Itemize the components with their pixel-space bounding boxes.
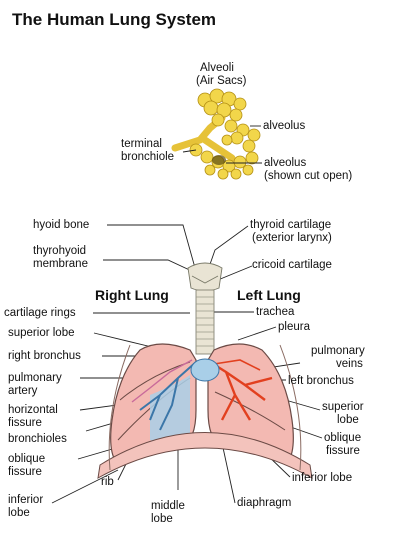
- label-thyrohyoid-line2: membrane: [33, 258, 88, 270]
- label-cricoid-cartilage: cricoid cartilage: [252, 259, 332, 271]
- label-trachea: trachea: [256, 306, 295, 318]
- label-inferior-lobe-right-line1: inferior: [8, 494, 44, 506]
- label-alveolus: alveolus: [263, 120, 306, 132]
- label-middle-lobe-line1: middle: [151, 500, 185, 512]
- label-pulmonary-veins-line2: veins: [336, 358, 363, 370]
- label-cartilage-rings: cartilage rings: [4, 307, 76, 319]
- label-hyoid-bone: hyoid bone: [33, 219, 90, 231]
- label-thyrohyoid-line1: thyrohyoid: [33, 245, 87, 257]
- label-pulmonary-artery-line1: pulmonary: [8, 372, 62, 384]
- left-lung-drawing: [207, 343, 294, 463]
- larynx-trachea-drawing: [187, 262, 223, 355]
- label-oblique-fissure-right-line1: oblique: [8, 453, 46, 465]
- label-thyroid-cartilage-line1: thyroid cartilage: [250, 219, 332, 231]
- label-alveolus-cut-line2: (shown cut open): [264, 170, 353, 182]
- label-superior-lobe-right: superior lobe: [8, 327, 75, 339]
- label-middle-lobe-line2: lobe: [151, 513, 173, 525]
- label-pleura: pleura: [278, 321, 310, 333]
- label-right-bronchus: right bronchus: [8, 350, 81, 362]
- page-title: The Human Lung System: [12, 10, 217, 29]
- alveoli-cluster-drawing: [171, 88, 261, 180]
- right-lung-heading: Right Lung: [95, 287, 169, 303]
- rib-lines: [108, 344, 302, 471]
- label-terminal-line1: terminal: [121, 138, 162, 150]
- label-rib: rib: [101, 476, 114, 488]
- label-horizontal-fissure-line2: fissure: [8, 417, 42, 429]
- label-oblique-fissure-left-line1: oblique: [324, 432, 362, 444]
- label-oblique-fissure-left-line2: fissure: [326, 445, 360, 457]
- label-thyroid-cartilage-line2: (exterior larynx): [252, 232, 332, 244]
- label-inferior-lobe-right-line2: lobe: [8, 507, 30, 519]
- alveoli-heading-line1: Alveoli: [200, 62, 234, 74]
- label-diaphragm: diaphragm: [237, 497, 292, 509]
- label-left-bronchus: left bronchus: [288, 375, 354, 387]
- label-horizontal-fissure-line1: horizontal: [8, 404, 58, 416]
- label-superior-lobe-left-line1: superior: [322, 401, 364, 413]
- label-terminal-line2: bronchiole: [121, 151, 175, 163]
- label-inferior-lobe-left: inferior lobe: [292, 472, 353, 484]
- alveoli-heading-line2: (Air Sacs): [196, 75, 247, 87]
- label-superior-lobe-left-line2: lobe: [337, 414, 359, 426]
- label-pulmonary-veins-line1: pulmonary: [311, 345, 365, 357]
- label-pulmonary-artery-line2: artery: [8, 385, 38, 397]
- bronchus-junction: [190, 358, 220, 382]
- label-alveolus-cut-line1: alveolus: [264, 157, 307, 169]
- label-bronchioles: bronchioles: [8, 433, 67, 445]
- label-oblique-fissure-right-line2: fissure: [8, 466, 42, 478]
- left-lung-heading: Left Lung: [237, 287, 301, 303]
- diaphragm-drawing: [97, 432, 313, 479]
